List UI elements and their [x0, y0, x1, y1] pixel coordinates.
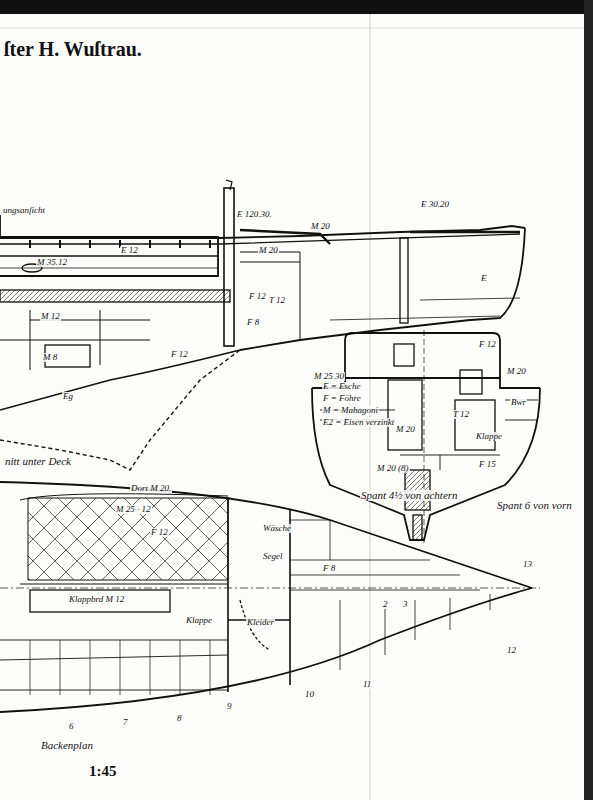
- frame-number: 11: [362, 680, 372, 689]
- part-label: M 20: [506, 367, 527, 376]
- part-label: E = Esche: [322, 382, 362, 391]
- part-label: E 12: [120, 246, 139, 255]
- part-label: F 12: [248, 292, 267, 301]
- part-label: F 8: [322, 564, 336, 573]
- part-label: ungsanſicht: [2, 206, 46, 215]
- frame-number: 3: [402, 600, 409, 609]
- part-label: Bwr: [510, 398, 527, 407]
- part-label: E 120.30.: [236, 210, 273, 219]
- part-label: M 8: [42, 353, 58, 362]
- part-label: M = Mahagoni: [322, 406, 379, 415]
- part-label: M 20 (8): [376, 464, 410, 473]
- frame-number: 9: [226, 702, 233, 711]
- part-label: Klappe: [475, 432, 503, 441]
- part-label: nitt unter Deck: [4, 456, 72, 467]
- frame-number: 6: [68, 722, 75, 731]
- part-label: M 35.12: [36, 258, 68, 267]
- frame-number: 13: [522, 560, 533, 569]
- part-label: M 25 30: [313, 372, 345, 381]
- part-label: M 20: [258, 246, 279, 255]
- part-label: Kleider: [246, 618, 275, 627]
- frame-number: 8: [176, 714, 183, 723]
- frame-number: 2: [382, 600, 389, 609]
- frame-number: 7: [122, 718, 129, 727]
- part-label: Klappbrd M 12: [68, 595, 125, 604]
- part-label: F = Föhre: [322, 394, 362, 403]
- part-label: Eg: [62, 392, 74, 401]
- part-label: E 30.20: [420, 200, 450, 209]
- part-label: M 20: [395, 425, 416, 434]
- part-label: Dort M 20.: [130, 484, 172, 493]
- part-label: T 12: [452, 410, 470, 419]
- part-label: F 12: [170, 350, 189, 359]
- part-label: Backenplan: [40, 740, 94, 751]
- part-label: E: [480, 274, 488, 283]
- part-label: Spant 4½ von achtern: [360, 490, 459, 501]
- part-label: F 12: [150, 528, 169, 537]
- frame-number: 10: [304, 690, 315, 699]
- part-label: M 25 · 12: [115, 505, 152, 514]
- sheet-title: ſter H. Wuſtrau.: [4, 38, 142, 61]
- part-label: F 12: [478, 340, 497, 349]
- part-label: F 8: [246, 318, 260, 327]
- part-label: E2 = Eisen verzinkt: [322, 418, 395, 427]
- part-label: Spant 6 von vorn: [496, 500, 573, 511]
- frame-number: 12: [506, 646, 517, 655]
- part-label: T 12: [268, 296, 286, 305]
- part-label: M 20: [310, 222, 331, 231]
- part-label: Segel: [262, 552, 284, 561]
- part-label: 1:45: [88, 764, 118, 779]
- part-label: M 12: [40, 312, 61, 321]
- part-label: Klappe: [185, 616, 213, 625]
- part-label: F 15: [478, 460, 497, 469]
- part-label: Wäsche: [262, 524, 292, 533]
